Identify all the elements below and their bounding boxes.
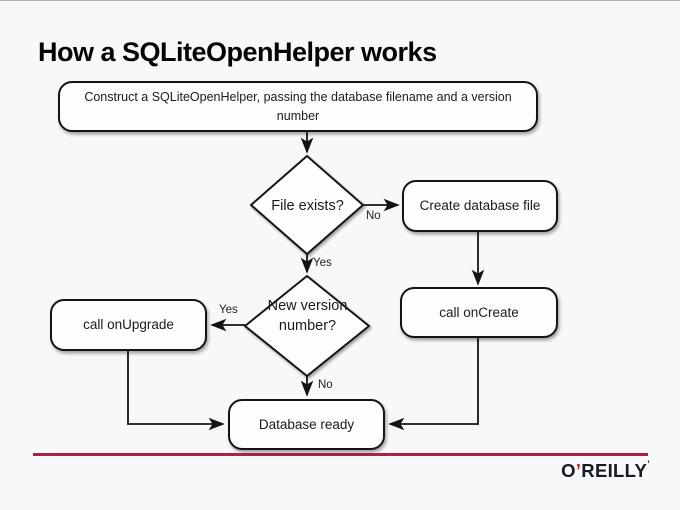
- node-call-oncreate: call onCreate: [400, 287, 558, 338]
- node-database-ready-label: Database ready: [258, 416, 355, 432]
- edge-call-onupgrade-to-database-ready: [127, 351, 225, 431]
- edge-label-version-no: No: [318, 379, 333, 391]
- edge-call-oncreate-to-database-ready: [388, 338, 479, 431]
- edge-label-file-no: No: [366, 210, 381, 222]
- page-title: How a SQLiteOpenHelper works: [38, 37, 437, 67]
- decision-new-version-label: New version number?: [267, 298, 348, 334]
- node-create-database-file: Create database file: [402, 180, 558, 232]
- footer-accent-rule: [33, 453, 648, 456]
- oreilly-logo-o: O: [561, 460, 576, 481]
- node-call-oncreate-label: call onCreate: [439, 304, 519, 320]
- edge-label-version-yes: Yes: [219, 304, 238, 316]
- oreilly-logo-rest: REILLY: [581, 460, 648, 481]
- oreilly-logo: O’REILLY’: [561, 460, 650, 482]
- node-construct-helper: Construct a SQLiteOpenHelper, passing th…: [58, 81, 538, 132]
- edge-label-file-yes: Yes: [313, 257, 332, 269]
- node-call-onupgrade: call onUpgrade: [50, 299, 207, 351]
- node-call-onupgrade-label: call onUpgrade: [83, 317, 174, 333]
- decision-new-version-shape: [243, 274, 371, 378]
- node-database-ready: Database ready: [228, 399, 385, 450]
- decision-file-exists-shape: [249, 154, 365, 256]
- oreilly-logo-apostrophe: ’: [575, 460, 582, 481]
- node-create-database-file-label: Create database file: [419, 198, 541, 214]
- oreilly-logo-trademark: ’: [647, 459, 650, 469]
- decision-file-exists-label: File exists?: [271, 198, 344, 214]
- node-construct-helper-label: Construct a SQLiteOpenHelper, passing th…: [84, 90, 512, 123]
